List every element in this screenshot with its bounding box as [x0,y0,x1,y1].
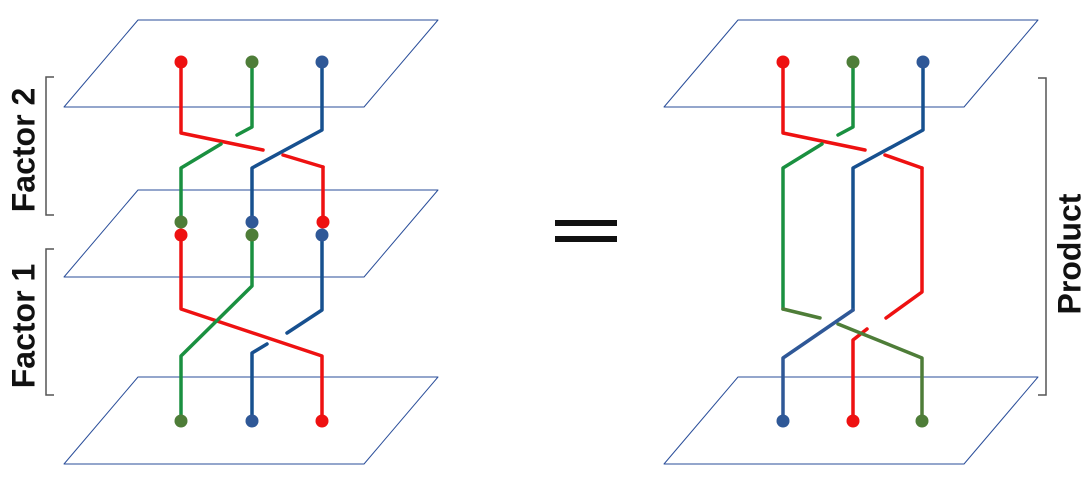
bracket-product [1038,77,1047,396]
plane-top-right [663,19,1039,108]
plane-bottom-right [663,376,1039,465]
product-strands [781,60,925,423]
plane-top-left [63,19,439,108]
factor1-label: Factor 1 [5,263,42,389]
factor2-label: Factor 2 [5,87,42,213]
equals-sign [555,220,617,244]
product-label: Product [1051,193,1088,315]
nodes-right [776,55,930,428]
nodes-left [174,55,330,428]
bracket-factor1 [45,248,54,396]
plane-bottom-left [63,376,439,465]
equals-bar-top [555,220,617,226]
bracket-factor2 [45,76,54,216]
factor2-strands [179,60,325,224]
equals-bar-bottom [555,236,617,242]
plane-middle-left [63,189,439,278]
factor1-strands [179,233,324,423]
